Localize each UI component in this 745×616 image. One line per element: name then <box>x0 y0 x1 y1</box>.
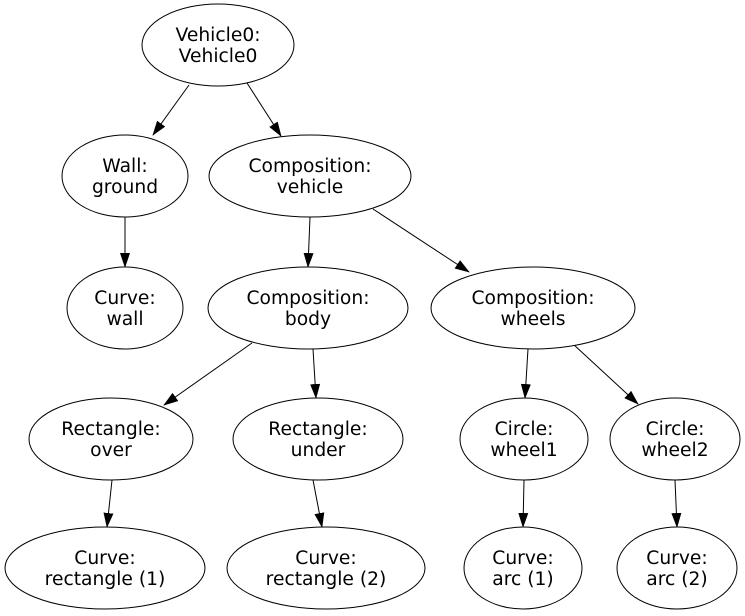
node-rectangle-under-label-line2: under <box>291 440 346 461</box>
node-curve-rectangle-2-shape <box>226 526 426 610</box>
node-curve-wall-label-line2: wall <box>106 309 143 330</box>
node-curve-rectangle-2: Curve: rectangle (2) <box>226 526 426 610</box>
node-composition-wheels-label-line1: Composition: <box>471 288 594 309</box>
node-wall-ground: Wall: ground <box>61 134 189 218</box>
edge-composition-body-to-rectangle-under <box>310 348 321 399</box>
node-curve-arc-1-shape <box>463 526 583 610</box>
edge-circle-wheel2-to-curve-arc-2 <box>671 479 682 528</box>
edge-circle-wheel1-to-curve-arc-1 <box>518 479 529 528</box>
node-circle-wheel2-label-line1: Circle: <box>646 419 705 440</box>
node-curve-rectangle-1-label-line1: Curve: <box>74 548 135 569</box>
node-curve-wall-shape <box>66 266 184 350</box>
node-vehicle0-shape <box>141 3 295 87</box>
node-curve-rectangle-2-label-line2: rectangle (2) <box>266 569 387 590</box>
node-wall-ground-shape <box>61 134 189 218</box>
node-composition-body: Composition: body <box>207 266 409 350</box>
node-curve-arc-2-shape <box>616 526 738 610</box>
node-curve-rectangle-2-label-line1: Curve: <box>295 548 356 569</box>
node-rectangle-under-shape <box>232 397 404 481</box>
edge-composition-body-to-rectangle-over <box>163 342 253 406</box>
node-wall-ground-label-line2: ground <box>92 177 158 198</box>
node-curve-arc-1-label-line1: Curve: <box>492 548 553 569</box>
node-rectangle-under-label-line1: Rectangle: <box>268 419 367 440</box>
edge-composition-wheels-to-circle-wheel2 <box>572 343 639 405</box>
node-curve-arc-2: Curve: arc (2) <box>616 526 738 610</box>
node-circle-wheel2-label-line2: wheel2 <box>641 440 708 461</box>
edge-composition-vehicle-to-composition-wheels <box>372 208 470 273</box>
node-composition-wheels-shape <box>430 266 636 350</box>
node-circle-wheel1-label-line1: Circle: <box>495 419 554 440</box>
node-rectangle-under: Rectangle: under <box>232 397 404 481</box>
edge-rectangle-over-to-curve-rectangle-1 <box>103 479 114 528</box>
node-wall-ground-label-line1: Wall: <box>102 156 147 177</box>
edge-rectangle-under-to-curve-rectangle-2 <box>312 479 325 528</box>
node-composition-body-label-line1: Composition: <box>246 288 369 309</box>
node-curve-rectangle-1: Curve: rectangle (1) <box>4 526 206 610</box>
node-rectangle-over-label-line1: Rectangle: <box>61 419 160 440</box>
node-circle-wheel1-label-line2: wheel1 <box>490 440 557 461</box>
edge-composition-wheels-to-circle-wheel1 <box>520 348 531 399</box>
node-curve-wall-label-line1: Curve: <box>94 288 155 309</box>
node-rectangle-over: Rectangle: over <box>28 397 194 481</box>
node-curve-arc-1-label-line2: arc (1) <box>492 569 553 590</box>
node-composition-vehicle-label-line2: vehicle <box>277 177 344 198</box>
node-composition-body-shape <box>207 266 409 350</box>
edge-vehicle0-to-composition-vehicle <box>246 82 282 137</box>
node-vehicle0-label-line2: Vehicle0 <box>179 46 258 67</box>
edge-vehicle0-to-wall-ground <box>152 84 190 136</box>
node-vehicle0: Vehicle0: Vehicle0 <box>141 3 295 87</box>
node-rectangle-over-label-line2: over <box>90 440 132 461</box>
node-circle-wheel1: Circle: wheel1 <box>459 397 589 481</box>
node-composition-vehicle-label-line1: Composition: <box>248 156 371 177</box>
node-curve-rectangle-1-label-line2: rectangle (1) <box>45 569 166 590</box>
node-circle-wheel1-shape <box>459 397 589 481</box>
node-composition-wheels: Composition: wheels <box>430 266 636 350</box>
node-composition-vehicle: Composition: vehicle <box>208 134 412 218</box>
node-circle-wheel2-shape <box>609 397 741 481</box>
node-curve-arc-2-label-line1: Curve: <box>646 548 707 569</box>
node-rectangle-over-shape <box>28 397 194 481</box>
node-composition-vehicle-shape <box>208 134 412 218</box>
node-curve-wall: Curve: wall <box>66 266 184 350</box>
node-composition-wheels-label-line2: wheels <box>500 309 565 330</box>
node-curve-arc-2-label-line2: arc (2) <box>646 569 707 590</box>
node-vehicle0-label-line1: Vehicle0: <box>175 25 260 46</box>
node-circle-wheel2: Circle: wheel2 <box>609 397 741 481</box>
node-curve-arc-1: Curve: arc (1) <box>463 526 583 610</box>
node-composition-body-label-line2: body <box>285 309 331 330</box>
edge-composition-vehicle-to-composition-body <box>303 216 314 268</box>
node-curve-rectangle-1-shape <box>4 526 206 610</box>
